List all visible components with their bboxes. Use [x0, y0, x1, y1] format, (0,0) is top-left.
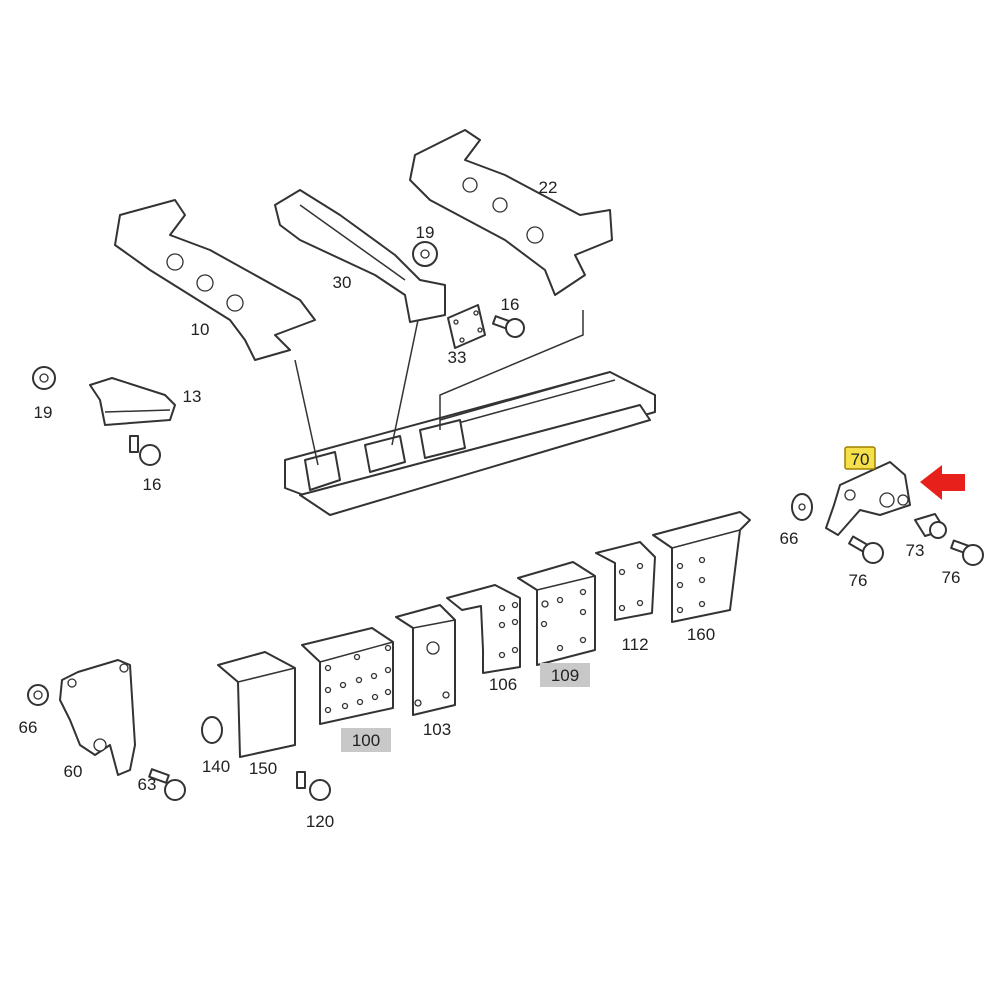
- bracket-70: [825, 461, 911, 536]
- callout-76[interactable]: 76: [849, 571, 868, 590]
- plate-103: [395, 604, 456, 716]
- washer-140: [201, 716, 223, 744]
- red-arrow-indicator: [920, 465, 965, 500]
- callout-106[interactable]: 106: [489, 675, 517, 694]
- callout-33[interactable]: 33: [448, 348, 467, 367]
- plate-33: [447, 304, 486, 349]
- bolt-16-top: [491, 315, 525, 338]
- callout-13[interactable]: 13: [183, 387, 202, 406]
- callout-109[interactable]: 109: [551, 666, 579, 685]
- callout-140[interactable]: 140: [202, 757, 230, 776]
- bolt-76-a: [848, 535, 884, 564]
- washer-66-right: [791, 493, 813, 521]
- callout-100[interactable]: 100: [352, 731, 380, 750]
- callout-63[interactable]: 63: [138, 775, 157, 794]
- callout-16-left[interactable]: 16: [143, 475, 162, 494]
- crossmember-22: [409, 129, 613, 296]
- bracket-13: [89, 377, 176, 426]
- callout-30[interactable]: 30: [333, 273, 352, 292]
- plate-106: [446, 584, 521, 674]
- plate-160: [652, 511, 751, 623]
- callout-22[interactable]: 22: [539, 178, 558, 197]
- chassis-frame: [284, 310, 656, 516]
- nut-66-left: [27, 684, 49, 706]
- nut-19-top: [412, 241, 438, 267]
- callout-10[interactable]: 10: [191, 320, 210, 339]
- callout-66[interactable]: 66: [780, 529, 799, 548]
- callout-19-left[interactable]: 19: [34, 403, 53, 422]
- callout-70[interactable]: 70: [851, 450, 870, 469]
- bolt-120: [296, 771, 331, 801]
- bolt-63: [148, 768, 186, 801]
- plate-150: [217, 651, 296, 758]
- callout-103[interactable]: 103: [423, 720, 451, 739]
- highlight-box-109: [540, 663, 590, 687]
- callout-19[interactable]: 19: [416, 223, 435, 242]
- highlight-box-70: [844, 446, 876, 470]
- callout-112[interactable]: 112: [621, 635, 648, 654]
- bolt-16-left: [129, 435, 161, 466]
- callout-150[interactable]: 150: [249, 759, 277, 778]
- plate-100: [301, 627, 394, 725]
- nut-19-left: [32, 366, 56, 390]
- spacer-73: [914, 513, 947, 539]
- plate-109: [517, 561, 596, 666]
- bolt-76-b: [950, 539, 984, 566]
- callout-60[interactable]: 60: [64, 762, 83, 781]
- crossmember-10: [114, 199, 316, 361]
- crossmember-30: [274, 189, 446, 323]
- callout-76-right[interactable]: 76: [942, 568, 961, 587]
- callout-16[interactable]: 16: [501, 295, 520, 314]
- callout-120[interactable]: 120: [306, 812, 334, 831]
- callout-66-left[interactable]: 66: [19, 718, 38, 737]
- plate-112: [595, 541, 656, 621]
- bracket-60: [59, 659, 136, 776]
- highlight-box-100: [341, 728, 391, 752]
- callout-73[interactable]: 73: [906, 541, 925, 560]
- callout-160[interactable]: 160: [687, 625, 715, 644]
